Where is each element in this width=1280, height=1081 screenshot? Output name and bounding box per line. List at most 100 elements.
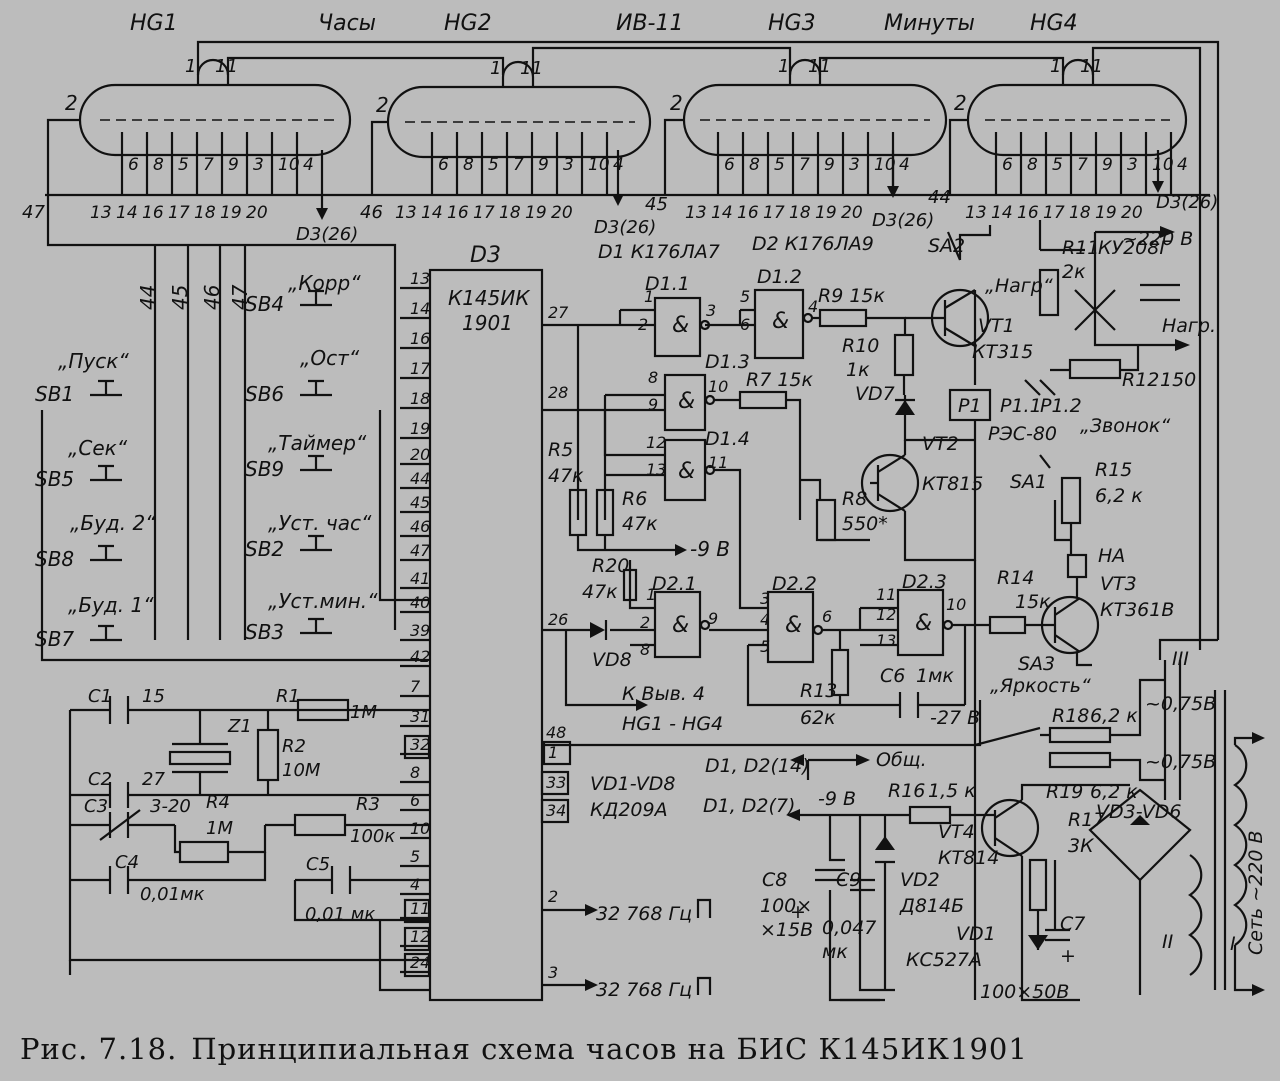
segment-pin-label: 10: [588, 155, 610, 175]
gate-pin-label: 13: [876, 631, 896, 650]
transistor-vt1: [905, 288, 990, 348]
segment-pin-label: 8: [153, 155, 164, 175]
component-label: R10: [842, 335, 879, 357]
component-ref: C3: [84, 796, 108, 817]
component-label: 2к: [1062, 261, 1086, 283]
bus-pin-label: 20: [246, 203, 268, 223]
bus-pin-label: 13: [395, 203, 417, 223]
heater-bus: [196, 40, 1220, 660]
component-label: C9: [836, 869, 861, 891]
chip-label: D2 К176ЛА9: [752, 233, 874, 255]
component-label: VT3: [1100, 573, 1137, 595]
transistor-vt2: [860, 453, 920, 513]
tube-pin-label: 11: [520, 58, 543, 79]
segment-pin-label: 10: [278, 155, 300, 175]
component-label: P1.2: [1040, 395, 1082, 417]
component-label: „Звонок“: [1080, 415, 1170, 437]
gate-ref: D1.4: [705, 428, 750, 450]
gate-pin-label: 3: [760, 589, 770, 608]
tube-hg4: [966, 58, 1188, 157]
push-button: [300, 454, 332, 472]
component-label: КТ815: [922, 473, 983, 495]
gate-pin-label: 1: [646, 585, 656, 604]
component-label: КТ814: [938, 847, 999, 869]
chip-pin-label: 6: [410, 791, 420, 810]
bus-pin-label: 14: [116, 203, 138, 223]
tube-segment-leads: [120, 132, 1173, 195]
component-label: 62к: [800, 707, 836, 729]
component-label: III: [1172, 648, 1189, 670]
component-value: 10М: [282, 760, 321, 781]
button-ref: SB8: [35, 547, 74, 571]
tube-pin-label: 2: [65, 91, 78, 115]
segment-pin-label: 7: [799, 155, 810, 175]
button-label: „Уст.мин.“: [268, 589, 378, 613]
label-bus-46: 46: [200, 285, 224, 310]
pin-box: [403, 952, 431, 978]
tube-pin-label: 2: [376, 93, 389, 117]
gate-pin-label: 8: [648, 368, 658, 387]
bus-pin-label: 16: [1017, 203, 1039, 223]
component-label: C7: [1060, 913, 1085, 935]
push-button: [90, 544, 122, 562]
gate-pin-label: 4: [760, 610, 770, 629]
button-ref: SB9: [245, 457, 284, 481]
chip-pin-label: 27: [548, 303, 569, 322]
figure-caption: Рис. 7.18.Принципиальная схема часов на …: [20, 1032, 1042, 1066]
segment-pin-label: 6: [438, 155, 449, 175]
gate-pin-label: 11: [708, 453, 728, 472]
button-label: „Корр“: [288, 271, 361, 295]
segment-pin-label: 6: [724, 155, 735, 175]
component-label: 1,5 к: [928, 780, 976, 802]
push-button: [300, 534, 332, 552]
gate-pin-label: 11: [876, 585, 896, 604]
segment-pin-label: 7: [513, 155, 524, 175]
bus-pin-label: 13: [685, 203, 707, 223]
gate-pin-label: 9: [648, 395, 658, 414]
chip-pin-label: 45: [410, 493, 430, 512]
figure-number: Рис. 7.18.: [20, 1032, 178, 1066]
segment-pin-label: 6: [1002, 155, 1013, 175]
component-label: R20: [592, 555, 629, 577]
pin-box: [542, 740, 572, 766]
component-value: 0,01 мк: [305, 904, 375, 925]
component-label: -27 В: [930, 707, 980, 729]
grid-pin-label: 44: [928, 187, 951, 208]
chip-pin-label: 34: [546, 801, 566, 820]
gate-pin-label: 8: [640, 640, 650, 659]
bus-pin-label: 19: [220, 203, 242, 223]
component-label: C6: [880, 665, 905, 687]
component-value: 1М: [206, 818, 233, 839]
relay-and-power: [895, 220, 1190, 1000]
component-label: Общ.: [876, 749, 927, 771]
pin-box: [540, 770, 570, 796]
segment-pin-label: 4: [899, 155, 910, 175]
button-ref: SB7: [35, 627, 74, 651]
component-label: I: [1230, 933, 1236, 955]
segment-pin-label: 9: [228, 155, 239, 175]
button-label: „Буд. 2“: [70, 511, 156, 535]
bus-pin-label: 18: [789, 203, 811, 223]
chip-d3-name-2: 1901: [462, 311, 513, 335]
button-ref: SB1: [35, 382, 74, 406]
pin-box: [540, 798, 570, 824]
button-ref: SB4: [245, 292, 284, 316]
label-hours: Часы: [318, 11, 376, 36]
segment-pin-label: 4: [303, 155, 314, 175]
tube-pin-label: 1: [490, 58, 501, 79]
chip-d3-name: К145ИК: [448, 286, 530, 310]
pin-box: [403, 926, 431, 952]
component-label: 6,2 к: [1095, 485, 1143, 507]
label-hg4: HG4: [1030, 11, 1078, 36]
component-label: SA2: [928, 235, 965, 257]
component-label: ~0,75В: [1145, 693, 1216, 715]
component-label: КД209А: [590, 799, 668, 821]
component-label: P1: [958, 395, 982, 417]
button-area-wiring: [40, 245, 430, 662]
tube-pin-label: 11: [215, 56, 238, 77]
component-label: 47к: [622, 513, 658, 535]
segment-pin-label: 8: [749, 155, 760, 175]
component-label: R18: [1052, 705, 1089, 727]
gate-pin-label: 10: [708, 377, 728, 396]
